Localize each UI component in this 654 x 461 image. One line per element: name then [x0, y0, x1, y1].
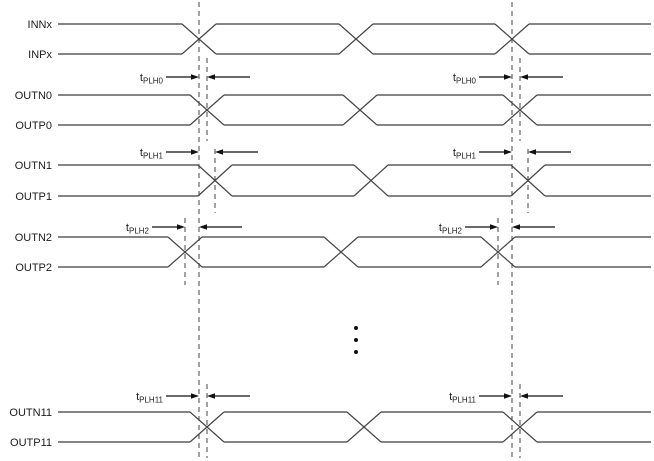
tplh-plh2-left-label: tPLH2: [126, 222, 150, 236]
signal-label-OUTP1: OUTP1: [15, 191, 52, 203]
tplh-plh1-right-measure-arrow-right-head: [528, 149, 536, 155]
tplh-plh11-left-measure-arrow-right-head: [207, 393, 215, 399]
signal-label-INNx: INNx: [28, 19, 53, 31]
tplh-plh11-left-label: tPLH11: [136, 391, 163, 405]
signal-label-OUTN11: OUTN11: [9, 407, 52, 419]
tplh-plh1-right-measure-arrow-left-head: [504, 149, 512, 155]
tplh-plh11-right-measure-arrow-right-head: [520, 393, 528, 399]
waveform-transition-rise-1-2: [502, 94, 538, 126]
waveform-transition-rise-0-1: [338, 23, 374, 55]
tplh-plh0-right-measure-arrow-left-head: [504, 74, 512, 80]
waveform-transition-rise-4-0: [189, 411, 225, 443]
waveform-transition-rise-4-2: [502, 411, 538, 443]
tplh-plh1-left-measure-arrow-right-head: [215, 149, 223, 155]
signal-label-OUTN1: OUTN1: [15, 160, 52, 172]
continuation-ellipsis-dot-0: [354, 326, 358, 330]
tplh-plh2-right-label: tPLH2: [439, 222, 463, 236]
tplh-plh1-left-measure-arrow-left-head: [191, 149, 199, 155]
tplh-plh2-left-measure-arrow-right-head: [199, 224, 207, 230]
waveform-transition-rise-3-1: [323, 236, 359, 268]
tplh-plh2-right-measure-arrow-right-head: [512, 224, 520, 230]
tplh-plh0-right-label: tPLH0: [453, 72, 477, 86]
signal-label-OUTN2: OUTN2: [15, 232, 52, 244]
tplh-plh1-right-label: tPLH1: [453, 147, 477, 161]
signal-label-INPx: INPx: [28, 49, 52, 61]
tplh-plh0-left-measure-arrow-right-head: [207, 74, 215, 80]
tplh-plh1-left-label: tPLH1: [140, 147, 164, 161]
tplh-plh11-right-label: tPLH11: [449, 391, 476, 405]
tplh-plh11-right-measure-arrow-left-head: [504, 393, 512, 399]
tplh-plh11-left-measure-arrow-left-head: [191, 393, 199, 399]
tplh-plh0-right-measure-arrow-right-head: [520, 74, 528, 80]
signal-label-OUTP0: OUTP0: [15, 120, 52, 132]
waveform-transition-rise-1-1: [342, 94, 378, 126]
waveform-transition-rise-1-0: [189, 94, 225, 126]
signal-label-OUTP2: OUTP2: [15, 262, 52, 274]
waveform-transition-rise-2-1: [353, 164, 389, 197]
tplh-plh2-left-measure-arrow-left-head: [177, 224, 185, 230]
tplh-plh0-left-label: tPLH0: [140, 72, 164, 86]
waveform-transition-rise-4-1: [346, 411, 382, 443]
signal-label-OUTN0: OUTN0: [15, 90, 52, 102]
tplh-plh2-right-measure-arrow-left-head: [490, 224, 498, 230]
waveform-transition-rise-3-2: [480, 236, 516, 268]
tplh-plh0-left-measure-arrow-left-head: [191, 74, 199, 80]
waveform-transition-rise-3-0: [167, 236, 203, 268]
continuation-ellipsis-dot-2: [354, 350, 358, 354]
signal-label-OUTP11: OUTP11: [10, 437, 52, 449]
continuation-ellipsis-dot-1: [354, 338, 358, 342]
